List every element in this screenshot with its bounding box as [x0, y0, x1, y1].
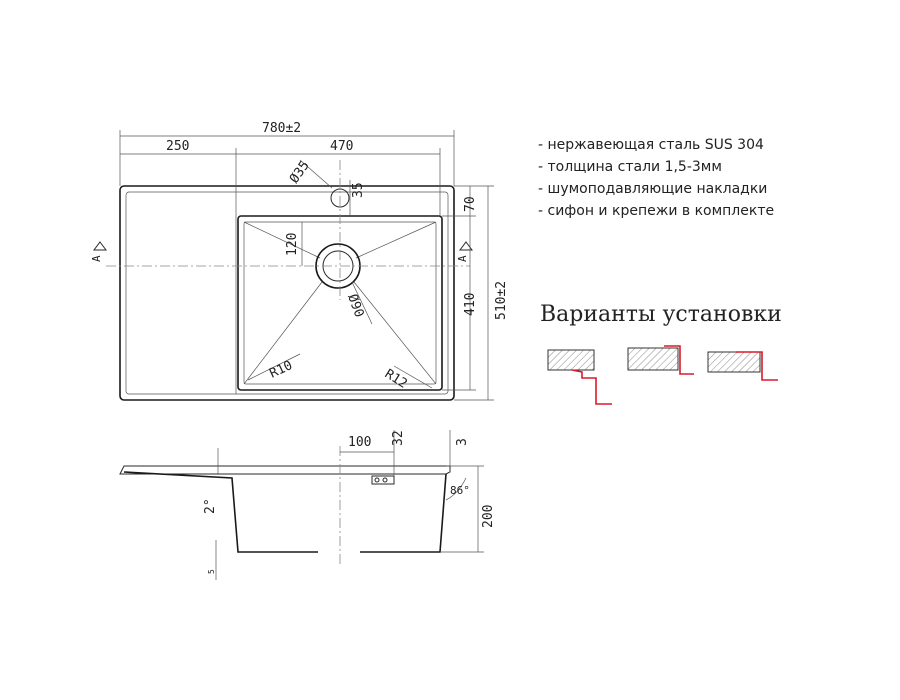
angle-arc [445, 477, 467, 501]
section-arrow-left [93, 241, 107, 251]
slope-line [355, 221, 437, 259]
dim-drain-offset: 120 [285, 233, 300, 256]
dim-section-100: 100 [348, 435, 371, 450]
dim-drainboard-width: 250 [166, 139, 189, 154]
section-marker-left: A [90, 255, 103, 262]
top-view: A A 780±2 250 470 Ø35 35 120 Ø90 R10 R12 [90, 121, 509, 401]
dim-bowl-width: 470 [330, 139, 353, 154]
dim-section-3: 3 [455, 438, 470, 446]
dim-section-5: 5 [207, 569, 216, 574]
dim-bowl-depth: 410 [463, 293, 478, 316]
section-marker-right: A [456, 255, 469, 262]
sink-flange-profile [571, 369, 612, 405]
dim-corner-radius-2: R12 [382, 367, 410, 392]
feature-item: - шумоподавляющие накладки [538, 181, 768, 197]
leader-drain [351, 281, 373, 325]
feature-item: - нержавеющая сталь SUS 304 [538, 137, 764, 153]
section-arrow-right [459, 241, 473, 251]
bowl-outline [237, 215, 443, 391]
section-drainboard-profile [123, 471, 318, 553]
install-variant-2 [627, 345, 694, 375]
dim-overall-depth: 510±2 [494, 281, 509, 320]
dim-overall-width: 780±2 [262, 121, 301, 136]
section-top-rim [119, 465, 451, 475]
slope-line [243, 281, 323, 385]
sink-flange-profile [664, 345, 694, 375]
sink-outline [119, 185, 455, 401]
dim-top-offset: 70 [463, 196, 478, 212]
slope-line [353, 281, 437, 385]
fastener-bolt [382, 477, 388, 483]
dim-tap-hole-diameter: Ø35 [287, 158, 313, 186]
leader-radius-1 [247, 353, 301, 381]
dim-drain-diameter: Ø90 [344, 292, 366, 319]
slope-line [243, 221, 321, 259]
countertop-hatch [547, 349, 595, 371]
sink-inner-outline [125, 191, 449, 395]
dim-section-32: 32 [391, 430, 406, 446]
leader-radius-2 [393, 365, 433, 389]
section-view: 100 32 3 86° 2° 200 5 [119, 430, 496, 580]
tap-hole [330, 188, 350, 208]
dim-section-angle-86: 86° [450, 484, 470, 497]
dim-corner-radius-1: R10 [267, 358, 295, 382]
feature-item: - толщина стали 1,5-3мм [538, 159, 722, 175]
installation-variants-title: Варианты установки [540, 302, 782, 327]
dim-tap-hole-offset: 35 [351, 182, 366, 198]
leader-tap-hole [299, 159, 333, 189]
countertop-hatch [627, 347, 679, 371]
feature-item: - сифон и крепежи в комплекте [538, 203, 775, 219]
install-variant-1 [547, 349, 612, 405]
sink-flange-profile [736, 351, 778, 381]
countertop-hatch [707, 351, 761, 373]
dim-section-angle-2: 2° [203, 498, 218, 514]
install-variant-3 [707, 351, 778, 381]
section-bowl-profile [360, 473, 447, 553]
fastener-bolt [374, 477, 380, 483]
feature-list: - нержавеющая сталь SUS 304 - толщина ст… [538, 134, 774, 222]
fastener-detail [371, 475, 395, 485]
dim-section-depth: 200 [481, 505, 496, 528]
